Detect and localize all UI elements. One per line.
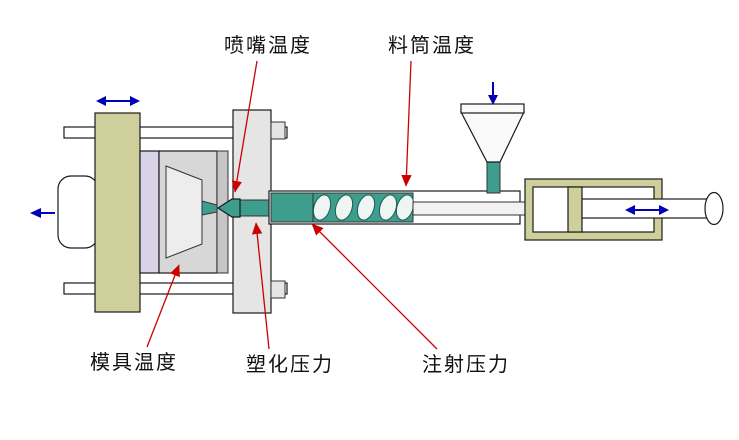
- mold-assembly: [139, 150, 229, 274]
- nozzle: [216, 198, 241, 218]
- rod-end-cap: [704, 191, 724, 226]
- hopper-neck: [486, 161, 501, 194]
- feed-arrow-head: [488, 95, 498, 105]
- hopper-funnel: [460, 111, 525, 163]
- clamp-arrow-head-left: [96, 96, 106, 106]
- mold-moving-plate: [139, 150, 160, 274]
- label-plasticizing-pressure: 塑化压力: [246, 353, 334, 376]
- piston: [567, 186, 583, 233]
- melt-pool: [270, 192, 314, 223]
- injection-arrow-head-left: [625, 205, 635, 215]
- platen-bolt-bottom: [270, 280, 286, 299]
- clamp-motion-arrow-icon: [96, 96, 140, 106]
- leader-plasticizing-pressure: [251, 222, 270, 350]
- leader-mold-temp: [146, 264, 180, 348]
- movable-platen: [94, 112, 141, 313]
- tie-bar-top: [63, 126, 288, 139]
- screw-turn: [378, 194, 398, 221]
- screw-turn: [312, 194, 332, 221]
- screw-turn: [334, 194, 354, 221]
- injection-motion-arrow-icon: [625, 205, 669, 215]
- sprue-channel: [201, 200, 218, 216]
- melt-channel: [235, 199, 271, 217]
- screw-shank: [412, 201, 526, 216]
- diagram-labels: 喷嘴温度 料筒温度 模具温度 塑化压力 注射压力: [90, 34, 510, 376]
- ejector-motion-arrow-icon: [30, 208, 55, 218]
- barrel-group: [268, 190, 526, 225]
- leader-barrel-temp: [401, 60, 412, 187]
- leader-lines: [146, 60, 438, 350]
- hopper-rim: [460, 103, 525, 114]
- injection-cylinder-group: [524, 178, 724, 241]
- platen-bolt-top: [270, 121, 286, 140]
- label-mold-temp: 模具温度: [90, 351, 178, 374]
- leader-injection-pressure: [311, 223, 438, 350]
- screw-turn: [356, 194, 376, 221]
- clamp-arrow-head-right: [130, 96, 140, 106]
- injection-arrow-head-right: [659, 205, 669, 215]
- molded-part-cavity: [165, 165, 203, 259]
- screw-spiral: [312, 194, 415, 221]
- label-nozzle-temp: 喷嘴温度: [224, 34, 312, 57]
- ejector-arrow-head: [30, 208, 41, 218]
- piston-rod: [581, 198, 715, 219]
- tie-bars: [63, 126, 288, 295]
- hopper-group: [460, 82, 525, 194]
- label-injection-pressure: 注射压力: [422, 353, 510, 376]
- label-barrel-temp: 料筒温度: [388, 34, 476, 57]
- feed-arrow-icon: [488, 82, 498, 105]
- tie-bar-bottom: [63, 282, 288, 295]
- leader-nozzle-temp: [231, 60, 258, 193]
- clamp-cylinder: [57, 175, 99, 249]
